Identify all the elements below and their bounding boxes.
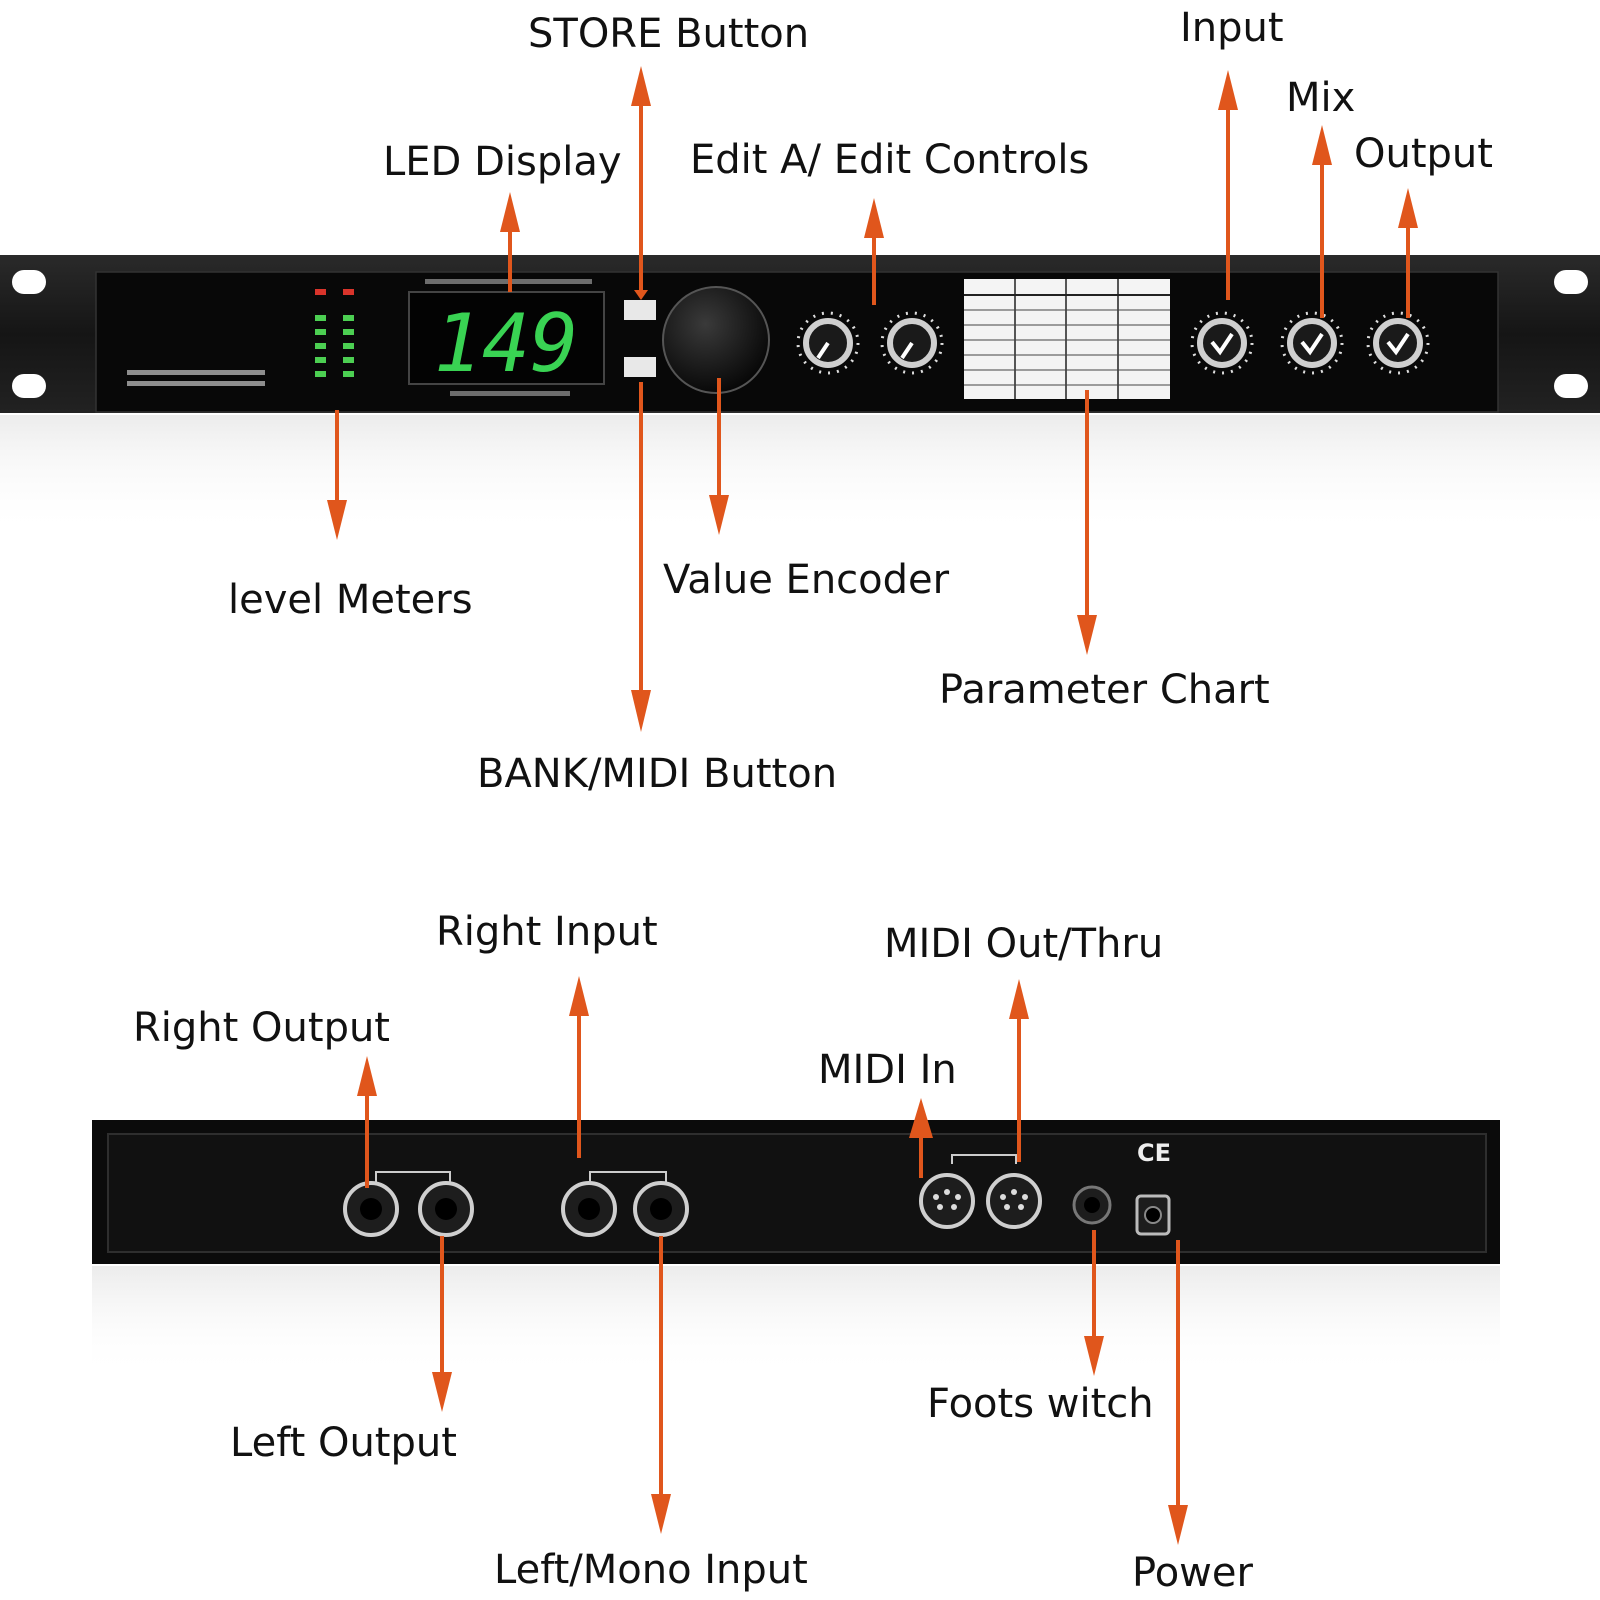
right-input-label: Right Input — [436, 909, 658, 955]
bank-midi-button[interactable] — [624, 357, 656, 377]
meter-led-green — [315, 329, 326, 335]
midi-in-label: MIDI In — [818, 1047, 957, 1093]
left-mono-input-jack[interactable] — [633, 1181, 689, 1237]
left-rack-hole-bottom — [12, 374, 46, 398]
right-rack-hole-bottom — [1554, 374, 1588, 398]
right-output-jack[interactable] — [343, 1181, 399, 1237]
meter-led-green — [315, 371, 326, 377]
led-display-value: 149 — [434, 297, 579, 390]
brand-text-line — [127, 370, 265, 375]
brand-text-line — [127, 381, 265, 386]
input-bracket — [589, 1171, 667, 1183]
meter-led-green — [315, 315, 326, 321]
meter-led-green — [315, 343, 326, 349]
left-output-label: Left Output — [230, 1420, 457, 1466]
left-rack-hole-top — [12, 270, 46, 294]
rear-reflection — [92, 1266, 1500, 1376]
level-meters — [315, 289, 354, 377]
right-output-label: Right Output — [133, 1005, 390, 1051]
meter-led-green — [315, 357, 326, 363]
bank-midi-button-label: BANK/MIDI Button — [477, 751, 838, 797]
led-display-label: LED Display — [383, 139, 622, 185]
footswitch-jack[interactable] — [1072, 1185, 1112, 1225]
left-output-jack[interactable] — [418, 1181, 474, 1237]
input-knob[interactable] — [1190, 311, 1254, 375]
midi-in-port[interactable] — [919, 1173, 975, 1229]
output-bracket — [375, 1171, 451, 1183]
meter-led-green — [343, 343, 354, 349]
right-rack-hole-top — [1554, 270, 1588, 294]
meter-led-green — [343, 371, 354, 377]
front-faceplate — [95, 271, 1499, 413]
edit-a-knob[interactable] — [796, 311, 860, 375]
front-panel: 149 — [0, 255, 1600, 413]
value-encoder-label: Value Encoder — [663, 557, 950, 603]
input-label: Input — [1180, 5, 1284, 51]
midi-out-thru-label: MIDI Out/Thru — [884, 921, 1164, 967]
output-knob[interactable] — [1366, 311, 1430, 375]
meter-led-green — [343, 329, 354, 335]
parameter-chart — [964, 279, 1170, 399]
value-encoder[interactable] — [662, 286, 770, 394]
edit-b-knob[interactable] — [880, 311, 944, 375]
mix-label: Mix — [1286, 75, 1356, 121]
parameter-chart-label: Parameter Chart — [939, 667, 1270, 713]
power-label: Power — [1132, 1550, 1253, 1596]
midi-bracket — [951, 1154, 1017, 1164]
power-jack[interactable] — [1135, 1194, 1171, 1236]
rear-inner-panel — [107, 1133, 1487, 1253]
front-reflection — [0, 415, 1600, 535]
led-display-window — [408, 291, 605, 385]
midi-out-thru-port[interactable] — [986, 1173, 1042, 1229]
ce-mark: CE — [1137, 1139, 1171, 1167]
mix-knob[interactable] — [1280, 311, 1344, 375]
meter-led-green — [343, 315, 354, 321]
store-button-label: STORE Button — [528, 11, 810, 57]
level-meters-label: level Meters — [228, 577, 473, 623]
rear-panel: CE — [92, 1120, 1500, 1264]
meter-led-green — [343, 357, 354, 363]
meter-led-red — [343, 289, 354, 295]
right-input-jack[interactable] — [561, 1181, 617, 1237]
led-display: 149 — [408, 279, 605, 396]
edit-controls-label: Edit A/ Edit Controls — [690, 137, 1090, 183]
output-label: Output — [1354, 131, 1493, 177]
callout-arrows — [327, 66, 1418, 1545]
left-mono-input-label: Left/Mono Input — [494, 1547, 808, 1593]
meter-led-red — [315, 289, 326, 295]
display-footer-text — [450, 391, 570, 396]
store-button[interactable] — [624, 300, 656, 320]
footswitch-label: Foots witch — [927, 1381, 1154, 1427]
